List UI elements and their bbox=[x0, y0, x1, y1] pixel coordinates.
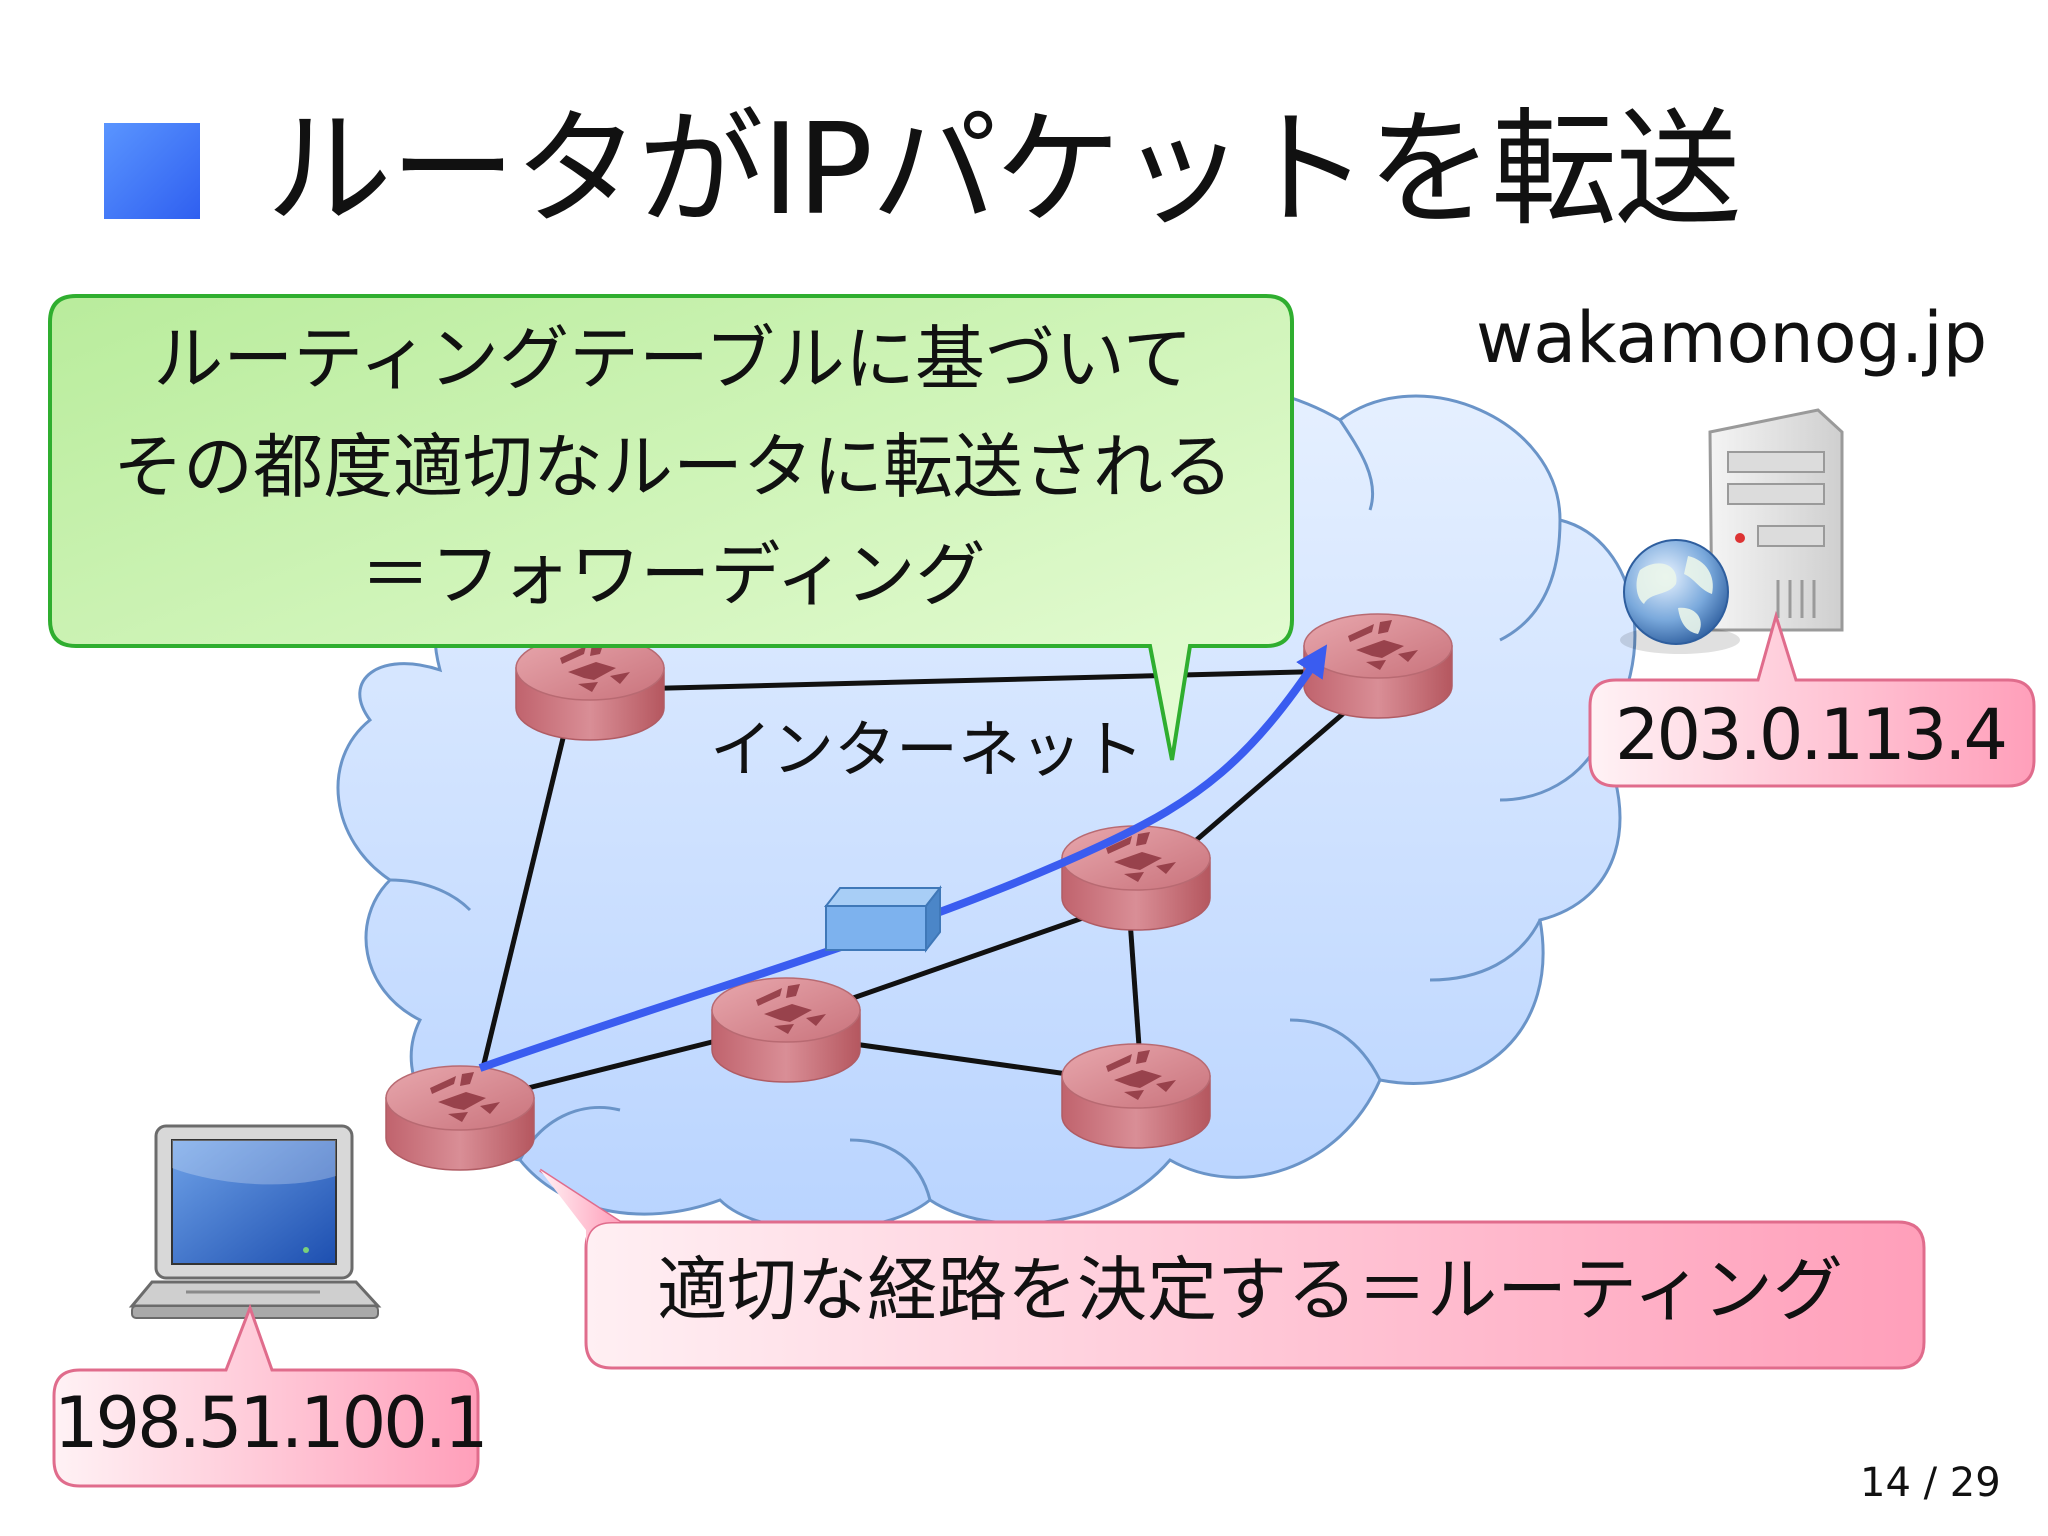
client-ip-callout bbox=[52, 1303, 480, 1488]
server-hostname: wakamonog.jp bbox=[1476, 297, 1988, 379]
forwarding-line-2: その都度適切なルータに転送される bbox=[113, 426, 1233, 508]
title-bullet-square bbox=[104, 123, 200, 219]
server-ip-address: 203.0.113.4 bbox=[1614, 694, 2008, 776]
page-number: 14 / 29 bbox=[1860, 1460, 2001, 1506]
router-icon bbox=[385, 1065, 535, 1171]
packet-icon bbox=[823, 885, 943, 953]
packet-path-arrow bbox=[478, 644, 1328, 1072]
page-title: ルータがIPパケットを転送 bbox=[266, 96, 1741, 243]
router-icon bbox=[515, 635, 665, 741]
routing-callout bbox=[539, 1168, 1926, 1370]
link-r1-r6 bbox=[477, 729, 568, 1081]
router-icon bbox=[1061, 825, 1211, 931]
link-r3-r5 bbox=[1127, 919, 1143, 1061]
router-icon bbox=[1061, 1043, 1211, 1149]
forwarding-callout-text: ルーティングテーブルに基づいて その都度適切なルータに転送される ＝フォワーディ… bbox=[58, 305, 1288, 629]
link-r4-r6 bbox=[519, 1037, 721, 1093]
forwarding-callout bbox=[48, 294, 1294, 761]
link-r1-r2 bbox=[589, 667, 1381, 693]
internet-label: インターネット bbox=[710, 713, 1145, 786]
routing-callout-text: 適切な経路を決定する＝ルーティング bbox=[657, 1249, 1843, 1331]
server-ip-callout bbox=[1588, 610, 2036, 788]
router-icon bbox=[1303, 613, 1453, 719]
laptop-icon bbox=[128, 1124, 382, 1319]
router-icon bbox=[711, 977, 861, 1083]
forwarding-line-1: ルーティングテーブルに基づいて bbox=[153, 318, 1193, 400]
server-icon bbox=[1708, 408, 1844, 632]
forwarding-line-3: ＝フォワーディング bbox=[360, 534, 986, 616]
client-ip-address: 198.51.100.1 bbox=[54, 1382, 489, 1464]
globe-icon bbox=[1620, 539, 1740, 654]
